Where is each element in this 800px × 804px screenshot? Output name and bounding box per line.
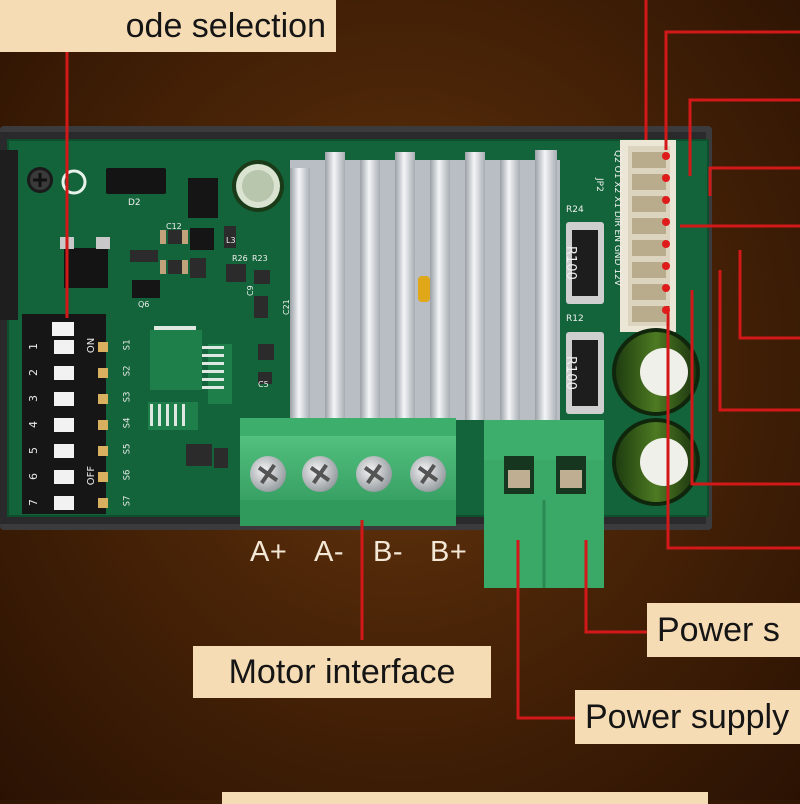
dip-toggle-7	[54, 496, 74, 510]
callout-mode-selection: ode selection	[0, 0, 336, 52]
dip-number-3: 3	[27, 395, 40, 402]
chip-q	[188, 178, 218, 218]
terminal-label-a-minus: A-	[314, 536, 344, 568]
label-d2: D2	[128, 198, 141, 208]
capacitor-large-2	[612, 418, 700, 506]
dip-number-6: 6	[27, 473, 40, 480]
terminal-label-b-plus: B+	[430, 536, 468, 568]
dip-toggle-3	[54, 392, 74, 406]
terminal-screw-1	[250, 456, 286, 492]
chip-d2	[106, 168, 166, 194]
label-c12: C12	[166, 222, 182, 231]
label-q6: Q6	[138, 300, 150, 309]
solder-pad	[98, 420, 108, 430]
dip-position-label-4: S4	[122, 417, 133, 429]
power-terminal-block	[484, 420, 604, 588]
label-r23: R23	[252, 254, 268, 263]
label-l3: L3	[226, 236, 236, 245]
leader-lines	[65, 0, 800, 720]
signal-connector	[620, 140, 676, 332]
label-r12: R12	[566, 314, 584, 324]
callout-motor-interface: Motor interface	[193, 646, 491, 698]
solder-pad	[98, 472, 108, 482]
dip-toggle-1	[54, 340, 74, 354]
chip-ic3	[64, 248, 108, 288]
dip-toggle-2	[54, 366, 74, 380]
resistor-label-1: R100	[563, 246, 578, 280]
dip-on-label: ON	[86, 337, 98, 354]
connector-pin-labels: Q2 O1 X2 X1 DIR EN GND 12V	[612, 150, 622, 286]
dip-position-label-5: S5	[122, 443, 133, 455]
label-c21: C21	[282, 299, 291, 315]
heatsink	[290, 150, 560, 420]
dip-number-4: 4	[27, 421, 40, 428]
capacitor-small	[232, 160, 284, 212]
label-jp2: JP2	[594, 178, 604, 192]
terminal-label-a-plus: A+	[250, 536, 288, 568]
dip-position-label-6: S6	[122, 469, 133, 481]
terminal-label-b-minus: B-	[373, 536, 403, 568]
terminal-screw-2	[302, 456, 338, 492]
callout-bottom-edge	[222, 792, 708, 804]
label-c5: C5	[258, 380, 269, 389]
dip-off-label: OFF	[86, 465, 98, 486]
label-r26: R26	[232, 254, 248, 263]
solder-pad	[98, 498, 108, 508]
resistor-label-2: R100	[563, 356, 578, 390]
dip-toggle-5	[54, 444, 74, 458]
terminal-screw-3	[356, 456, 392, 492]
solder-pad	[98, 368, 108, 378]
mounting-screw	[27, 167, 53, 193]
dip-toggle-4	[54, 418, 74, 432]
dip-position-label-1: S1	[122, 339, 133, 351]
sense-resistor-1	[566, 222, 604, 304]
sense-resistor-2	[566, 332, 604, 414]
capacitor-large-1	[612, 328, 700, 416]
dip-position-label-7: S7	[122, 495, 133, 507]
label-r24: R24	[566, 205, 584, 215]
dip-number-2: 2	[27, 369, 40, 376]
dip-number-1: 1	[27, 343, 40, 350]
solder-pad	[98, 446, 108, 456]
solder-pad	[98, 342, 108, 352]
dip-position-label-2: S2	[122, 365, 133, 377]
terminal-screw-4	[410, 456, 446, 492]
brand-logo	[61, 169, 87, 195]
dip-toggle-6	[54, 470, 74, 484]
callout-power-supply-1: Power s	[647, 603, 800, 657]
solder-pad	[98, 394, 108, 404]
dip-position-label-3: S3	[122, 391, 133, 403]
thermal-pad	[418, 276, 430, 302]
dip-number-5: 5	[27, 447, 40, 454]
callout-power-supply-2: Power supply	[575, 690, 800, 744]
dip-number-7: 7	[27, 499, 40, 506]
label-c9: C9	[246, 285, 255, 296]
